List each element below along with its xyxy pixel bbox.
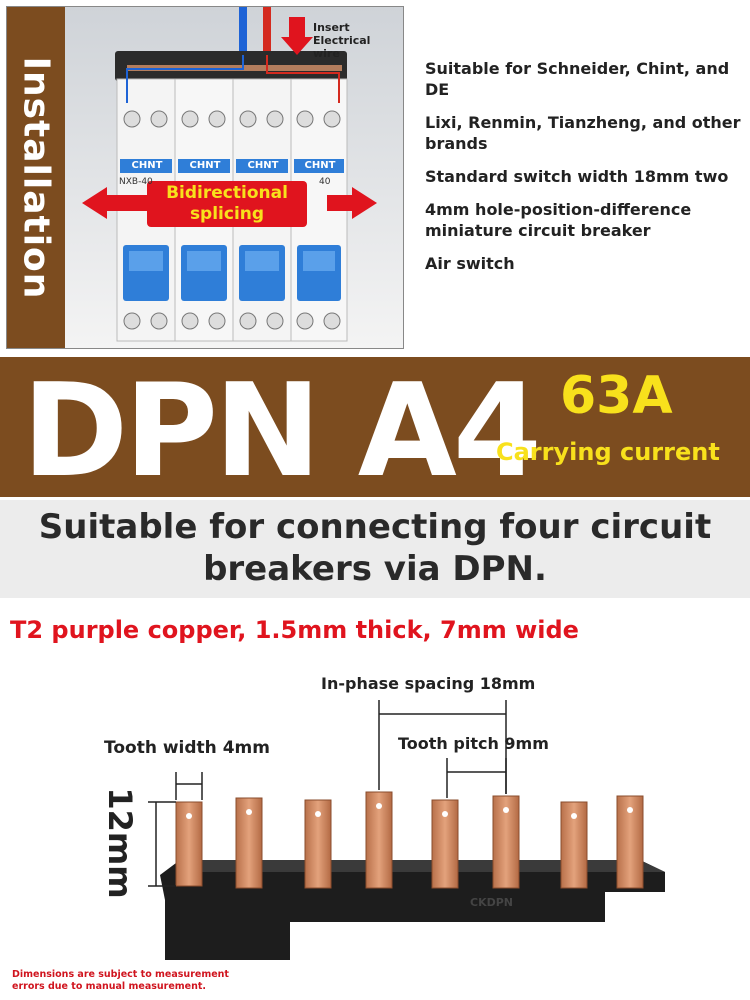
note-line-2: errors due to manual measurement.	[12, 981, 207, 992]
current-rating: 63A	[560, 366, 673, 426]
description-band: Suitable for connecting four circuit bre…	[0, 500, 750, 598]
measurement-note: Dimensions are subject to measurement er…	[12, 969, 229, 993]
spec-item: Standard switch width 18mm two	[425, 167, 729, 186]
busbar-diagram	[148, 700, 665, 960]
bidirectional-splicing-label: Bidirectional splicing	[147, 183, 307, 225]
height-dimension: 12mm	[100, 787, 148, 898]
installation-section: Installation Insert Electrical wire Bidi…	[0, 0, 750, 355]
spec-item: Air switch	[425, 254, 515, 273]
product-name: DPN A4	[22, 357, 542, 506]
brand-label-3: CHNT	[247, 160, 279, 171]
material-spec: T2 purple copper, 1.5mm thick, 7mm wide	[10, 616, 579, 644]
splice-line-2: splicing	[189, 204, 265, 224]
tooth-pitch-label: Tooth pitch 9mm	[398, 734, 549, 753]
splice-line-1: Bidirectional	[166, 183, 288, 203]
breaker-model-1: NXB-40	[119, 177, 153, 187]
installation-photo: Installation Insert Electrical wire Bidi…	[6, 6, 404, 349]
installation-side-tab: Installation	[7, 7, 65, 348]
brand-label-4: CHNT	[304, 160, 336, 171]
spec-item: Suitable for Schneider, Chint, and DE	[425, 59, 730, 99]
base-mark: CKDPN	[470, 896, 513, 909]
description-line-2: breakers via DPN.	[203, 549, 547, 589]
installation-label: Installation	[15, 56, 57, 300]
spec-item: Lixi, Renmin, Tianzheng, and other brand…	[425, 113, 741, 153]
breaker-illustration	[65, 7, 403, 348]
height-label: 12mm	[101, 787, 139, 899]
tooth-width-label: Tooth width 4mm	[104, 738, 270, 758]
compatibility-specs: Suitable for Schneider, Chint, and DE Li…	[425, 58, 745, 286]
note-line-1: Dimensions are subject to measurement	[12, 969, 229, 980]
in-phase-spacing-label: In-phase spacing 18mm	[321, 674, 536, 693]
product-banner	[0, 357, 750, 497]
insert-wire-note: Insert Electrical wire	[313, 21, 371, 60]
brand-label-2: CHNT	[189, 160, 221, 171]
current-rating-label: Carrying current	[496, 438, 720, 466]
breaker-model-4: 40	[319, 177, 331, 187]
brand-label-1: CHNT	[131, 160, 163, 171]
spec-item: 4mm hole-position-difference miniature c…	[425, 200, 692, 240]
description-line-1: Suitable for connecting four circuit	[38, 507, 712, 547]
